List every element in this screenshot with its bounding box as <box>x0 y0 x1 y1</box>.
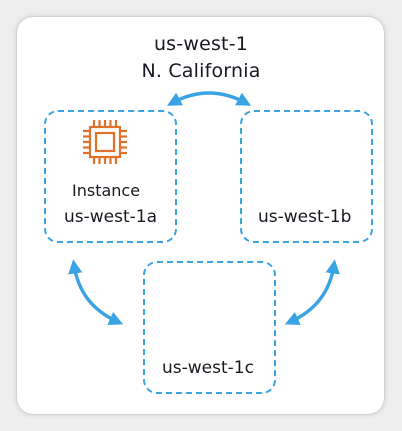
zone-b-label: us-west-1b <box>258 207 352 227</box>
region-code: us-west-1 <box>153 33 249 55</box>
instance-chip-icon <box>83 120 127 164</box>
region-card <box>17 17 384 414</box>
region-name: N. California <box>141 60 261 82</box>
zone-a-label: us-west-1a <box>64 207 158 227</box>
zone-c-label: us-west-1c <box>162 358 254 378</box>
availability-zone-c <box>143 261 276 394</box>
availability-zone-b <box>240 110 373 243</box>
availability-zone-a <box>44 110 177 243</box>
instance-label: Instance <box>72 181 141 200</box>
